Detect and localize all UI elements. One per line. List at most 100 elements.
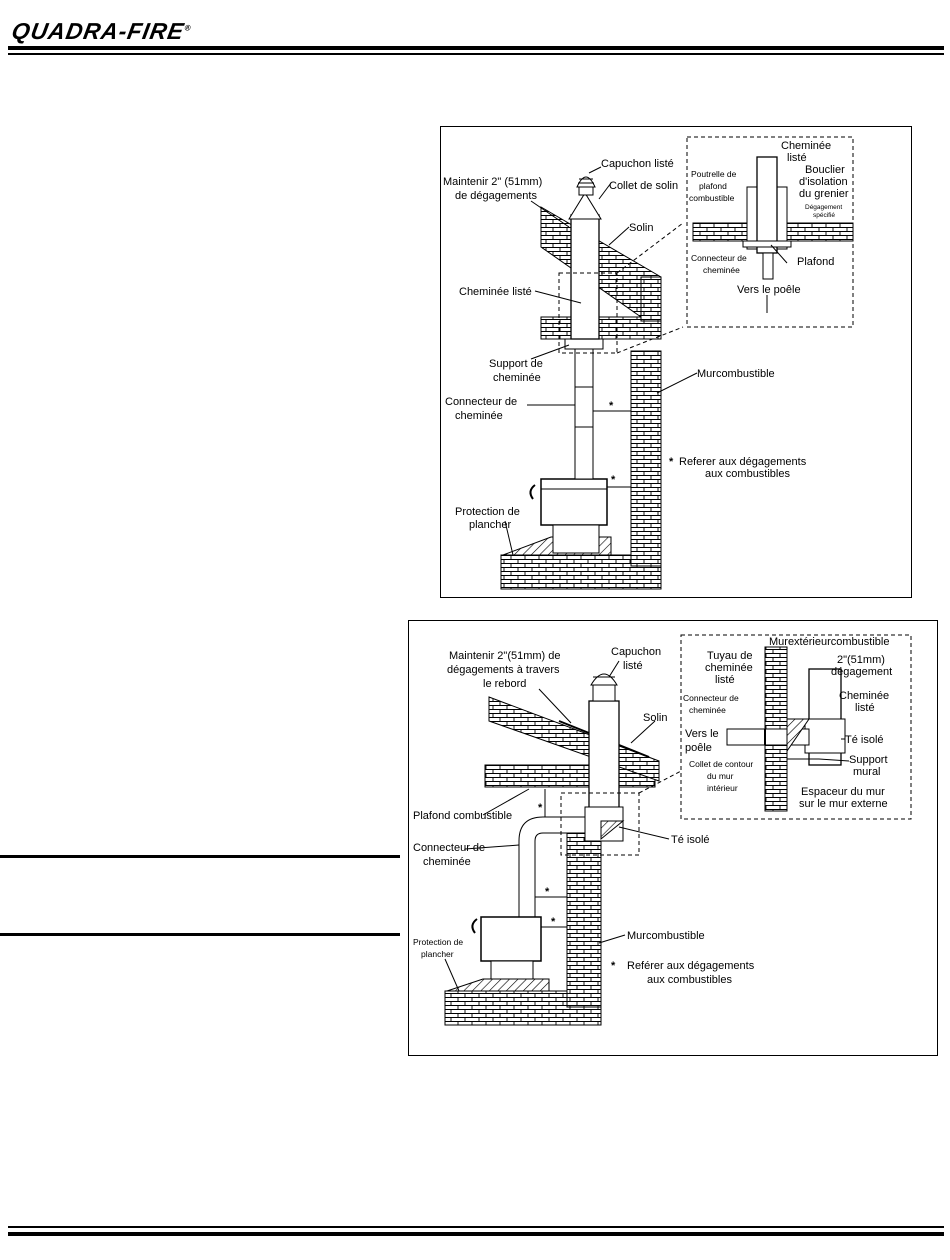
inset-connector: [762, 252, 774, 280]
listed-chimney: [588, 700, 620, 822]
inset-tuyau-3: listé: [715, 674, 735, 686]
label-solin: Solin: [643, 712, 667, 724]
label-capuchon-1: Capuchon: [611, 646, 661, 658]
inset-collet-1: Collet de contour: [689, 759, 753, 769]
chimney-connector: [574, 348, 594, 480]
inset-connecteur-1: Connecteur de: [683, 693, 739, 703]
footer-rule-bottom: [8, 1232, 944, 1236]
inset-tuyau-2: cheminée: [705, 662, 753, 674]
figure-chimney-through-wall: * * * Maintenir 2"(51mm) de dégagements …: [408, 620, 938, 1056]
label-star: *: [611, 960, 616, 972]
inset-espaceur-2: sur le mur externe: [799, 798, 888, 810]
label-protection-2: plancher: [469, 519, 512, 531]
header-rule-bottom: [8, 53, 944, 55]
figure2-svg: * * * Maintenir 2"(51mm) de dégagements …: [413, 634, 912, 1026]
inset-tuyau-1: Tuyau de: [707, 650, 752, 662]
label-referer-1: Reférer aux dégagements: [627, 960, 755, 972]
combustible-wall: [566, 816, 602, 1008]
inset-collet-2: du mur: [707, 771, 734, 781]
inset-poutrelle-1: Poutrelle de: [691, 169, 737, 179]
label-maintenir-2: de dégagements: [455, 190, 537, 202]
floor-protection: [446, 978, 550, 992]
footer-rule-top: [8, 1226, 944, 1228]
inset-collet-3: intérieur: [707, 783, 738, 793]
label-connecteur-2: cheminée: [455, 410, 503, 422]
chimney-cap: [590, 673, 618, 686]
label-connecteur-1: Connecteur de: [413, 842, 485, 854]
inset-connecteur-2: cheminée: [689, 705, 726, 715]
inset-degagement-2: spécifié: [813, 212, 835, 219]
inset-poutrelle-2: plafond: [699, 181, 727, 191]
inset-degagement-1: Dégagement: [805, 204, 842, 211]
label-referer-2: aux combustibles: [705, 468, 790, 480]
inset-deg-2: dégagement: [831, 666, 892, 678]
header-rule-top: [8, 46, 944, 50]
inset-wall-support: [786, 718, 810, 753]
inset-connecteur-2: cheminée: [703, 265, 740, 275]
inset-bouclier-2: d'isolation: [799, 176, 848, 188]
inset-cheminee-2: listé: [787, 152, 807, 164]
label-plafond: Plafond combustible: [413, 810, 512, 822]
logo-text: QUADRA-FIRE: [9, 18, 187, 44]
chimney-connector: [518, 816, 586, 922]
label-capuchon: Capuchon listé: [601, 158, 674, 170]
listed-chimney: [570, 214, 600, 340]
inset-bouclier-3: du grenier: [799, 188, 849, 200]
figure1-svg: * * Capuchon listé Maintenir 2" (51mm) d…: [443, 136, 854, 590]
inset-cheminee-1: Cheminée: [781, 140, 831, 152]
inset-bouclier-1: Bouclier: [805, 164, 845, 176]
inset-deg-1: 2"(51mm): [837, 654, 885, 666]
label-collet-solin: Collet de solin: [609, 180, 678, 192]
label-protection-2: plancher: [421, 949, 454, 959]
side-rule-2: [0, 933, 400, 936]
label-connecteur-1: Connecteur de: [445, 396, 517, 408]
inset-mur-ext: Murextérieurcombustible: [769, 636, 889, 648]
chimney-support: [564, 338, 604, 350]
clearance-star-1: *: [538, 802, 543, 814]
label-maintenir-3: le rebord: [483, 678, 526, 690]
brand-logo: QUADRA-FIRE®: [10, 18, 194, 45]
inset-support-1: Support: [849, 754, 888, 766]
inset-support-2: mural: [853, 766, 881, 778]
stove-pedestal: [552, 524, 600, 554]
figure-chimney-through-ceiling: * * Capuchon listé Maintenir 2" (51mm) d…: [440, 126, 912, 598]
label-te-isole: Té isolé: [671, 834, 710, 846]
label-protection-1: Protection de: [413, 937, 463, 947]
inset-espaceur-1: Espaceur du mur: [801, 786, 885, 798]
inset-plafond: Plafond: [797, 256, 834, 268]
stove-handle: [471, 918, 478, 934]
detail-marker: [560, 792, 640, 856]
clearance-star-1: *: [609, 400, 614, 412]
inset-poutrelle-3: combustible: [689, 193, 735, 203]
inset-vers-1: Vers le: [685, 728, 719, 740]
inset-vers-2: poêle: [685, 742, 712, 754]
inset-connecteur-1: Connecteur de: [691, 253, 747, 263]
label-capuchon-2: listé: [623, 660, 643, 672]
label-referer-1: Referer aux dégagements: [679, 456, 807, 468]
inset-cheminee-2: listé: [855, 702, 875, 714]
storm-collar: [568, 192, 602, 220]
label-star: *: [669, 456, 674, 468]
wall-support: [600, 820, 625, 841]
upper-wall: [640, 276, 662, 322]
registered-mark: ®: [183, 23, 193, 33]
inset-chimney: [756, 156, 778, 254]
label-maintenir-2: dégagements à travers: [447, 664, 560, 676]
label-maintenir-1: Maintenir 2"(51mm) de: [449, 650, 561, 662]
label-protection-1: Protection de: [455, 506, 520, 518]
inset-cheminee-1: Cheminée: [839, 690, 889, 702]
label-maintenir-1: Maintenir 2" (51mm): [443, 176, 542, 188]
stove-body: [480, 916, 542, 962]
label-mur-combustible: Murcombustible: [627, 930, 705, 942]
label-mur-combustible: Murcombustible: [697, 368, 775, 380]
label-support-2: cheminée: [493, 372, 541, 384]
clearance-star-3: *: [551, 916, 556, 928]
label-cheminee-liste: Cheminée listé: [459, 286, 532, 298]
label-connecteur-2: cheminée: [423, 856, 471, 868]
stove-body: [540, 478, 608, 526]
clearance-star-2: *: [611, 474, 616, 486]
label-support-1: Support de: [489, 358, 543, 370]
label-referer-2: aux combustibles: [647, 974, 732, 986]
detail-marker: [558, 272, 618, 354]
inset-tee: [804, 718, 846, 754]
